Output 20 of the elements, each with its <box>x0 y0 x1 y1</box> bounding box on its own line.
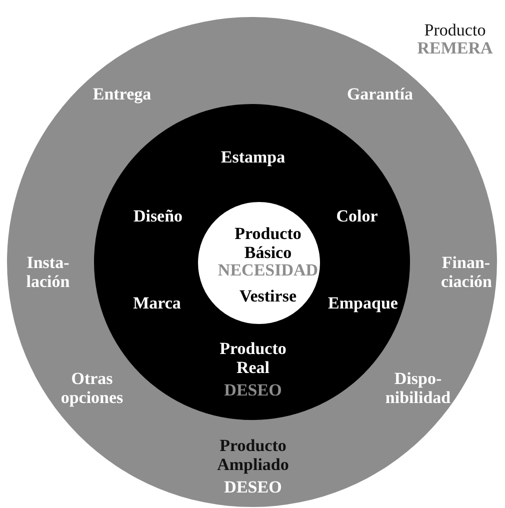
ring-label: Garantía <box>346 84 414 104</box>
ring-label: Finan- ciación <box>441 253 491 291</box>
ring-title: Producto Ampliado <box>216 436 290 474</box>
ring-label: Insta- lación <box>25 253 71 291</box>
heading-text: Producto <box>424 20 486 40</box>
core-label: Vestirse <box>238 286 298 306</box>
ring-label: Diseño <box>132 206 184 226</box>
ring-label: Estampa <box>220 148 286 166</box>
ring-label: Dispo- nibilidad <box>384 369 452 407</box>
ring-label: Otras opciones <box>60 369 124 407</box>
ring-label: Color <box>335 206 379 226</box>
ring-subtitle: DESEO <box>223 478 283 496</box>
ring-subtitle: DESEO <box>223 380 283 400</box>
core-title: Producto Básico <box>234 224 302 262</box>
ring-label: Empaque <box>327 294 399 312</box>
ring-title: Producto Real <box>218 339 288 377</box>
heading-text: REMERA <box>417 38 493 58</box>
core-subtitle: NECESIDAD <box>216 260 320 280</box>
ring-label: Entrega <box>92 84 152 104</box>
ring-label: Marca <box>132 294 182 312</box>
